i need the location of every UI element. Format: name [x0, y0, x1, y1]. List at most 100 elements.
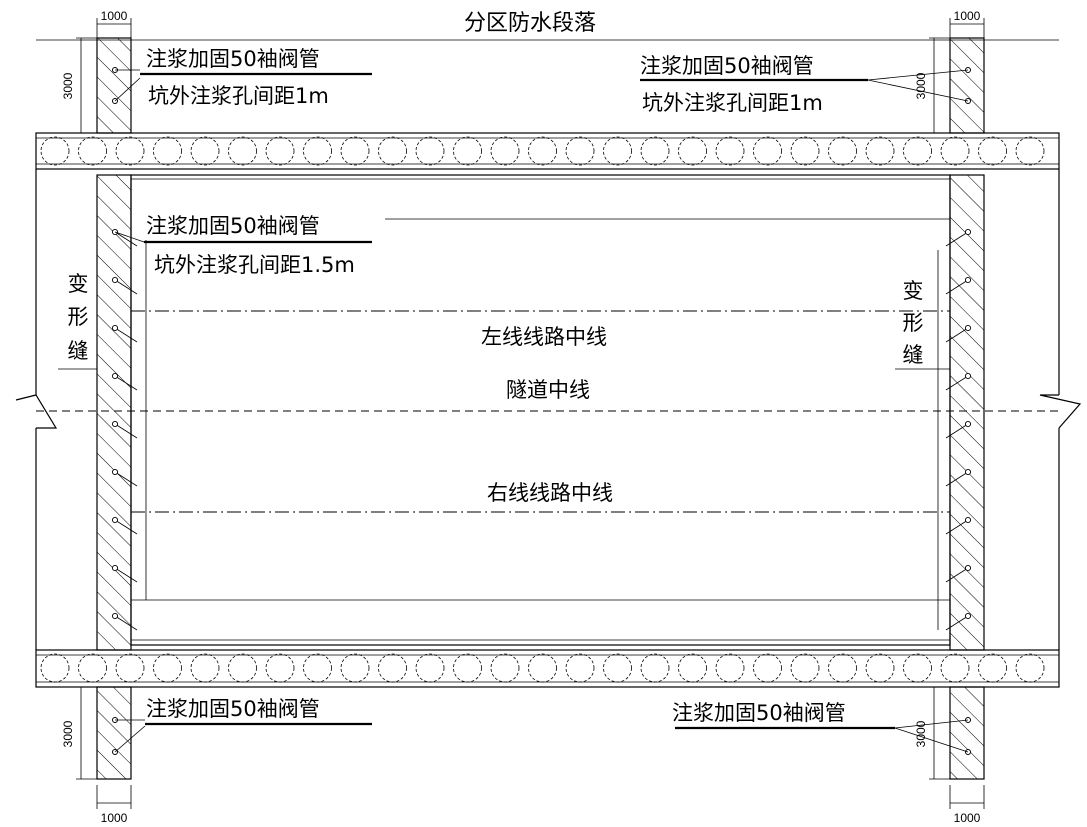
- grout-hole: [964, 468, 972, 476]
- joint-right-char-1: 变: [903, 279, 924, 303]
- left-wall: [96, 174, 132, 651]
- dim-bottom-right-width: 1000: [949, 785, 985, 825]
- pile-circle: [978, 136, 1007, 166]
- pile-circle: [228, 136, 257, 166]
- grout-label-mid-left: 注浆加固50袖阀管: [146, 214, 320, 238]
- grout-hole-leader: [114, 423, 138, 439]
- pile-circle: [340, 136, 370, 166]
- pile-circle: [490, 136, 520, 166]
- pile-circle: [678, 653, 707, 683]
- svg-text:3000: 3000: [914, 72, 928, 99]
- pile-circle: [490, 653, 520, 683]
- grout-hole-leader: [114, 567, 138, 583]
- title: 分区防水段落: [464, 11, 596, 36]
- top-left-block: [96, 37, 141, 134]
- grout-hole-leader: [114, 615, 138, 631]
- pile-circle: [640, 653, 670, 683]
- pile-circle: [115, 653, 145, 683]
- grout-hole-leader: [945, 567, 969, 583]
- pile-circle: [753, 653, 782, 683]
- grout-hole-leader: [945, 615, 969, 631]
- tunnel-center-label: 隧道中线: [506, 378, 590, 402]
- grout-hole-leader: [114, 519, 138, 535]
- pile-circle: [603, 136, 632, 166]
- grout-hole-leader: [945, 231, 969, 247]
- left-grout-holes: [111, 228, 138, 631]
- grout-label-bottom-left: 注浆加固50袖阀管: [146, 697, 320, 721]
- pile-circle: [153, 136, 182, 166]
- svg-text:3000: 3000: [61, 720, 75, 747]
- spacing-label-top-left: 坑外注浆孔间距1m: [148, 84, 329, 108]
- grout-hole-leader: [945, 375, 969, 391]
- pile-circle: [190, 136, 220, 166]
- svg-text:1000: 1000: [954, 811, 981, 825]
- bottom-pile-row: [35, 649, 1060, 688]
- pile-circle: [1015, 653, 1045, 683]
- top-right-block: [867, 37, 985, 134]
- grout-hole: [964, 516, 972, 524]
- pile-circle: [978, 653, 1007, 683]
- grout-label-top-left: 注浆加固50袖阀管: [146, 47, 320, 71]
- joint-left-char-3: 缝: [68, 339, 89, 363]
- grout-hole: [964, 420, 972, 428]
- pile-circle: [115, 136, 145, 166]
- pile-circle: [303, 653, 332, 683]
- bottom-right-block: [894, 686, 985, 780]
- joint-right-char-2: 形: [903, 311, 924, 335]
- svg-text:3000: 3000: [61, 72, 75, 99]
- pile-circle: [528, 653, 557, 683]
- grout-hole: [111, 324, 119, 332]
- grout-hole-leader: [945, 327, 969, 343]
- right-wall: [949, 174, 985, 651]
- pile-circle: [715, 136, 745, 166]
- grout-hole-leader: [114, 471, 138, 487]
- pile-circle: [865, 136, 895, 166]
- pile-circle: [265, 653, 295, 683]
- pile-circle: [640, 136, 670, 166]
- grout-hole: [111, 276, 119, 284]
- tunnel-zone-box: [130, 174, 951, 646]
- grout-hole: [964, 324, 972, 332]
- pile-circle: [940, 653, 970, 683]
- pile-circle: [940, 136, 970, 166]
- grout-hole: [111, 372, 119, 380]
- pile-circle: [378, 136, 407, 166]
- joint-left-char-2: 形: [68, 305, 89, 329]
- grout-hole: [111, 612, 119, 620]
- pile-circle: [1015, 136, 1045, 166]
- pile-circle: [565, 136, 595, 166]
- pile-circle: [415, 653, 445, 683]
- grout-hole: [964, 564, 972, 572]
- pile-circle: [378, 653, 407, 683]
- pile-circle: [565, 653, 595, 683]
- spacing-label-mid-left: 坑外注浆孔间距1.5m: [154, 253, 355, 277]
- joint-left-char-1: 变: [68, 272, 89, 296]
- svg-text:1000: 1000: [101, 811, 128, 825]
- pile-circle: [715, 653, 745, 683]
- joint-right-char-3: 缝: [903, 343, 924, 367]
- grout-label-bottom-right: 注浆加固50袖阀管: [672, 701, 846, 725]
- pile-circle: [228, 653, 257, 683]
- pile-circle: [340, 653, 370, 683]
- pile-circle: [190, 653, 220, 683]
- grout-hole-leader: [114, 279, 138, 295]
- grout-hole: [111, 468, 119, 476]
- svg-text:1000: 1000: [954, 9, 981, 23]
- grout-hole-leader: [945, 471, 969, 487]
- grout-label-top-right: 注浆加固50袖阀管: [640, 54, 814, 78]
- pile-circle: [453, 653, 482, 683]
- bottom-left-block: [96, 686, 146, 780]
- grout-hole: [964, 612, 972, 620]
- right-line-label: 右线线路中线: [487, 481, 613, 505]
- pile-circle: [678, 136, 707, 166]
- svg-text:1000: 1000: [101, 9, 128, 23]
- pile-circle: [790, 653, 820, 683]
- pile-circle: [753, 136, 782, 166]
- pile-circle: [903, 136, 932, 166]
- grout-hole: [964, 228, 972, 236]
- pile-circle: [528, 136, 557, 166]
- top-pile-row: [35, 132, 1060, 170]
- pile-circle: [40, 653, 70, 683]
- grout-hole: [111, 516, 119, 524]
